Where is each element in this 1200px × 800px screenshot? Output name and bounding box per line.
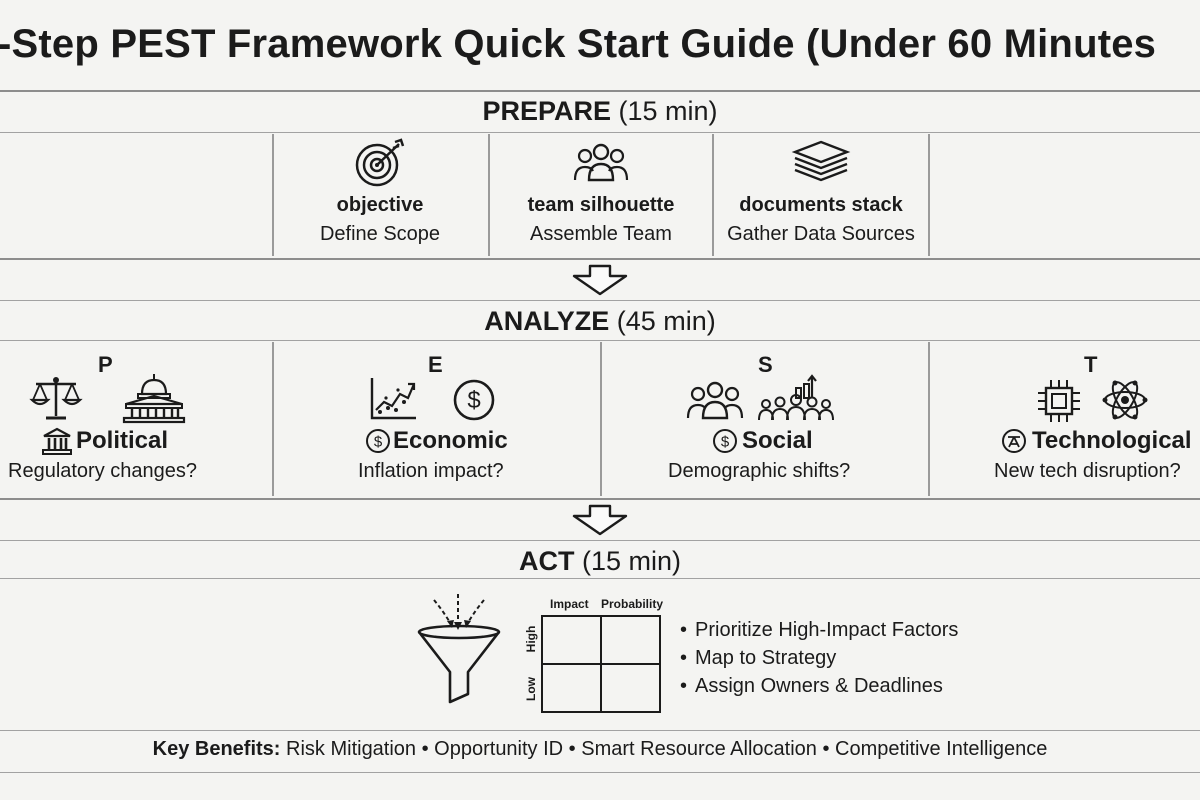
- divider: [0, 132, 1200, 133]
- tech-badge-icon: [1002, 429, 1026, 453]
- matrix-row-header: High: [524, 625, 538, 653]
- divider: [0, 498, 1200, 500]
- step-subtitle: Define Scope: [319, 223, 441, 245]
- team-icon: [573, 143, 629, 182]
- column-divider: [272, 342, 274, 496]
- pest-name-label: Technological: [1032, 427, 1192, 454]
- divider: [0, 340, 1200, 341]
- column-divider: [488, 134, 490, 256]
- pest-question: Demographic shifts?: [668, 460, 851, 482]
- pest-letter-t: T: [1084, 352, 1098, 377]
- column-divider: [712, 134, 714, 256]
- step-title: objective: [336, 194, 424, 216]
- pest-name-political: Political: [42, 427, 168, 455]
- pest-letter-e: E: [428, 352, 443, 377]
- dollar-circle-icon: $: [713, 429, 737, 453]
- documents-stack-icon: [791, 140, 851, 182]
- svg-text:$: $: [374, 434, 383, 451]
- target-icon: [355, 138, 405, 187]
- pest-letter-p: P: [98, 352, 113, 377]
- matrix-row-header: Low: [524, 677, 538, 701]
- divider: [0, 300, 1200, 301]
- list-item: Prioritize High-Impact Factors: [680, 616, 958, 644]
- pest-question: Inflation impact?: [358, 460, 504, 482]
- list-item: Map to Strategy: [680, 644, 958, 672]
- pest-name-label: Economic: [393, 427, 508, 454]
- people-growth-icon: [758, 374, 834, 421]
- atom-icon: [1102, 380, 1148, 420]
- divider: [0, 258, 1200, 260]
- step-title: team silhouette: [527, 194, 675, 216]
- prepare-step-team: team silhouette Assemble Team: [496, 138, 706, 246]
- svg-text:$: $: [721, 434, 730, 451]
- page-title: -Step PEST Framework Quick Start Guide (…: [0, 22, 1157, 66]
- section-heading-act: ACT (15 min): [0, 546, 1200, 577]
- scales-icon: [29, 377, 83, 420]
- pest-question: New tech disruption?: [994, 460, 1181, 482]
- pest-name-economic: $ Economic: [365, 427, 508, 455]
- divider: [0, 772, 1200, 773]
- chip-icon: [1038, 380, 1080, 422]
- pest-letter-s: S: [758, 352, 773, 377]
- list-item: Assign Owners & Deadlines: [680, 672, 958, 700]
- priority-matrix: [541, 615, 661, 713]
- pest-question: Regulatory changes?: [8, 460, 198, 482]
- section-duration: (15 min): [618, 96, 718, 126]
- pest-name-label: Social: [742, 427, 813, 454]
- dollar-circle-icon: $: [366, 429, 390, 453]
- divider: [0, 90, 1200, 92]
- funnel-icon: [417, 594, 501, 704]
- column-divider: [600, 342, 602, 496]
- key-benefits-text: Risk Mitigation • Opportunity ID • Smart…: [286, 738, 1048, 760]
- step-subtitle: Assemble Team: [530, 223, 672, 245]
- section-duration: (15 min): [581, 546, 682, 576]
- section-label: PREPARE: [482, 96, 611, 126]
- people-group-icon: [686, 381, 744, 420]
- capitol-icon: [122, 374, 186, 424]
- key-benefits: Key Benefits: Risk Mitigation • Opportun…: [0, 738, 1200, 761]
- divider: [0, 578, 1200, 579]
- step-subtitle: Gather Data Sources: [727, 223, 915, 245]
- down-arrow-icon: [572, 504, 628, 536]
- action-list: Prioritize High-Impact Factors Map to St…: [680, 616, 958, 700]
- trend-chart-icon: [370, 378, 416, 420]
- dollar-circle-icon: $: [453, 379, 495, 421]
- divider: [0, 730, 1200, 731]
- column-divider: [928, 342, 930, 496]
- step-title: documents stack: [739, 194, 903, 216]
- section-heading-prepare: PREPARE (15 min): [0, 96, 1200, 127]
- pest-name-social: $ Social: [712, 427, 813, 455]
- column-divider: [272, 134, 274, 256]
- section-label: ANALYZE: [484, 306, 610, 336]
- section-label: ACT: [518, 546, 575, 576]
- pest-name-label: Political: [76, 427, 169, 454]
- matrix-column-header: Impact: [550, 597, 589, 611]
- government-building-icon: [42, 427, 72, 455]
- down-arrow-icon: [572, 264, 628, 296]
- prepare-step-documents: documents stack Gather Data Sources: [716, 138, 926, 246]
- pest-name-technological: Technological: [1000, 427, 1192, 455]
- section-duration: (45 min): [616, 306, 716, 336]
- matrix-column-header: Probability: [601, 597, 664, 611]
- svg-text:$: $: [467, 387, 480, 414]
- prepare-step-objective: objective Define Scope: [280, 138, 480, 246]
- section-heading-analyze: ANALYZE (45 min): [0, 306, 1200, 337]
- column-divider: [928, 134, 930, 256]
- divider: [0, 540, 1200, 541]
- key-benefits-label: Key Benefits:: [152, 738, 281, 760]
